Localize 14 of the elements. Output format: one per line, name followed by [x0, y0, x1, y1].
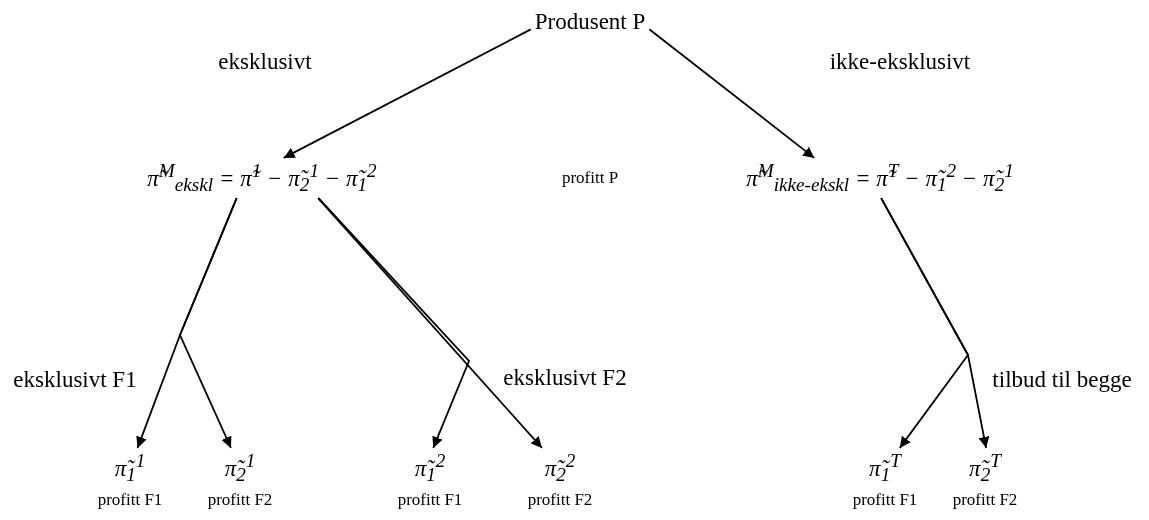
profit-caption: profitt F1 [397, 490, 463, 510]
profit-caption: profitt F1 [852, 490, 918, 510]
arrow [179, 197, 238, 449]
note-text: profitt P [561, 168, 619, 188]
profit-caption: profitt F2 [207, 490, 273, 510]
arrow [648, 28, 816, 159]
arrow [317, 197, 543, 449]
title-text: Produsent P [530, 7, 650, 37]
profit-caption: profitt F2 [527, 490, 593, 510]
profit-caption: profitt F2 [952, 490, 1018, 510]
arrow [317, 197, 471, 449]
arrow [282, 28, 532, 159]
profit-caption: profitt F1 [97, 490, 163, 510]
arrow [880, 197, 990, 449]
